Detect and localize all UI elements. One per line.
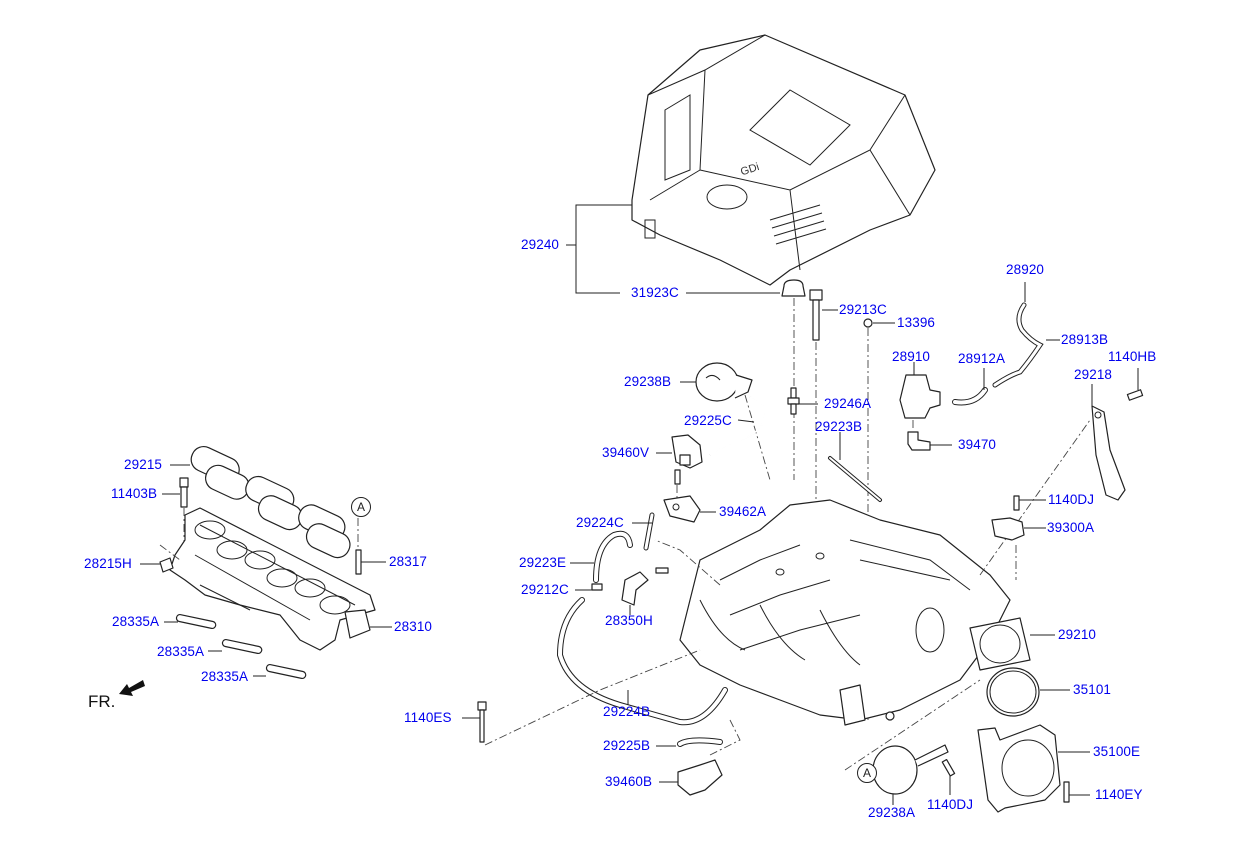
bolt-1140es-part[interactable] [477, 701, 487, 743]
callout-39300a[interactable]: 39300A [1047, 520, 1095, 535]
clip-28215h-part[interactable] [159, 557, 174, 573]
callout-29223e[interactable]: 29223E [519, 555, 567, 570]
lower-intake-manifold-28310-part[interactable] [169, 507, 376, 651]
callout-28913b[interactable]: 28913B [1061, 332, 1109, 347]
bolt-39460v-part [674, 469, 681, 485]
callout-39460b[interactable]: 39460B [605, 774, 653, 789]
nut-part [885, 711, 895, 721]
front-direction-label: FR. [88, 692, 116, 711]
front-direction-arrow-icon [119, 680, 145, 696]
o-ring-35101-part[interactable] [986, 667, 1040, 717]
bracket-39462a-part[interactable] [663, 495, 701, 523]
callout-11403b[interactable]: 11403B [111, 486, 158, 501]
solenoid-39460v-part[interactable] [671, 434, 703, 469]
intake-manifold-part[interactable] [679, 499, 1011, 726]
callout-29213c[interactable]: 29213C [839, 302, 887, 317]
nut-13396-part[interactable] [863, 318, 873, 328]
callout-29224b[interactable]: 29224B [603, 704, 651, 719]
callout-28920[interactable]: 28920 [1006, 262, 1045, 277]
callout-1140ey[interactable]: 1140EY [1095, 787, 1143, 802]
valve-28910-part[interactable] [899, 374, 941, 419]
solenoid-39460b-part[interactable] [677, 759, 723, 796]
gasket-plate-29210-part[interactable] [969, 617, 1031, 671]
cover-logo: GDi [739, 161, 761, 178]
reference-marker-a-left: A [351, 497, 371, 517]
elbow-28350h-part[interactable] [621, 571, 649, 606]
callout-28350h[interactable]: 28350H [605, 613, 653, 628]
gaskets-28335a-part[interactable] [175, 613, 307, 680]
fitting-29246a-part[interactable] [787, 387, 800, 415]
callout-29225b[interactable]: 29225B [603, 738, 651, 753]
bolt-1140dj-bottom-part[interactable] [941, 758, 956, 777]
callout-28335a-3[interactable]: 28335A [201, 669, 249, 684]
callout-28317[interactable]: 28317 [389, 554, 428, 569]
callout-35101[interactable]: 35101 [1073, 682, 1112, 697]
callout-29246a[interactable]: 29246A [824, 396, 872, 411]
callout-28335a-2[interactable]: 28335A [157, 644, 205, 659]
callout-1140hb[interactable]: 1140HB [1108, 349, 1157, 364]
callout-28310[interactable]: 28310 [394, 619, 433, 634]
callout-35100e[interactable]: 35100E [1093, 744, 1141, 759]
callout-29224c[interactable]: 29224C [576, 515, 624, 530]
grommet-31923c-part[interactable] [781, 279, 806, 297]
engine-cover-part[interactable] [631, 34, 936, 286]
callout-29218[interactable]: 29218 [1074, 367, 1113, 382]
callout-29223b[interactable]: 29223B [815, 419, 863, 434]
callout-29210[interactable]: 29210 [1058, 627, 1097, 642]
callout-28912a[interactable]: 28912A [958, 351, 1006, 366]
bolt-11403b-part[interactable] [179, 477, 189, 508]
gasket-29215-part[interactable] [187, 443, 354, 562]
callout-1140dj-bottom[interactable]: 1140DJ [927, 797, 974, 812]
callout-28910[interactable]: 28910 [892, 349, 931, 364]
reference-marker-a-right: A [857, 763, 877, 783]
callout-13396[interactable]: 13396 [897, 315, 936, 330]
bolt-1140hb-part[interactable] [1126, 389, 1144, 401]
callout-39460v[interactable]: 39460V [602, 445, 650, 460]
callout-29238b[interactable]: 29238B [624, 374, 672, 389]
callout-29225c[interactable]: 29225C [684, 413, 732, 428]
bracket-29218-part[interactable] [1091, 405, 1126, 501]
callout-29240[interactable]: 29240 [521, 237, 560, 252]
sensor-39300a-part[interactable] [991, 517, 1025, 541]
callout-28335a-1[interactable]: 28335A [112, 614, 160, 629]
tee-29212c-part[interactable] [591, 583, 603, 591]
callout-1140es[interactable]: 1140ES [404, 710, 452, 725]
callout-1140dj-top[interactable]: 1140DJ [1048, 492, 1095, 507]
bolt-1140ey-part[interactable] [1063, 781, 1070, 803]
callout-29215[interactable]: 29215 [124, 457, 163, 472]
stud-28317-part[interactable] [355, 549, 362, 575]
callout-28215h[interactable]: 28215H [84, 556, 132, 571]
callout-39462a[interactable]: 39462A [719, 504, 767, 519]
callout-39470[interactable]: 39470 [958, 437, 997, 452]
callout-29238a[interactable]: 29238A [868, 805, 916, 820]
throttle-body-35100e-part[interactable] [977, 724, 1061, 813]
callout-29212c[interactable]: 29212C [521, 582, 569, 597]
actuator-29238a-part[interactable] [872, 744, 949, 795]
fitting-39470-part[interactable] [907, 431, 931, 451]
screw-part [655, 567, 669, 574]
actuator-29238b-part[interactable] [695, 362, 753, 402]
bolt-29213c-part[interactable] [809, 289, 823, 341]
callout-31923c[interactable]: 31923C [631, 285, 679, 300]
bolt-1140dj-top-part[interactable] [1013, 495, 1020, 511]
